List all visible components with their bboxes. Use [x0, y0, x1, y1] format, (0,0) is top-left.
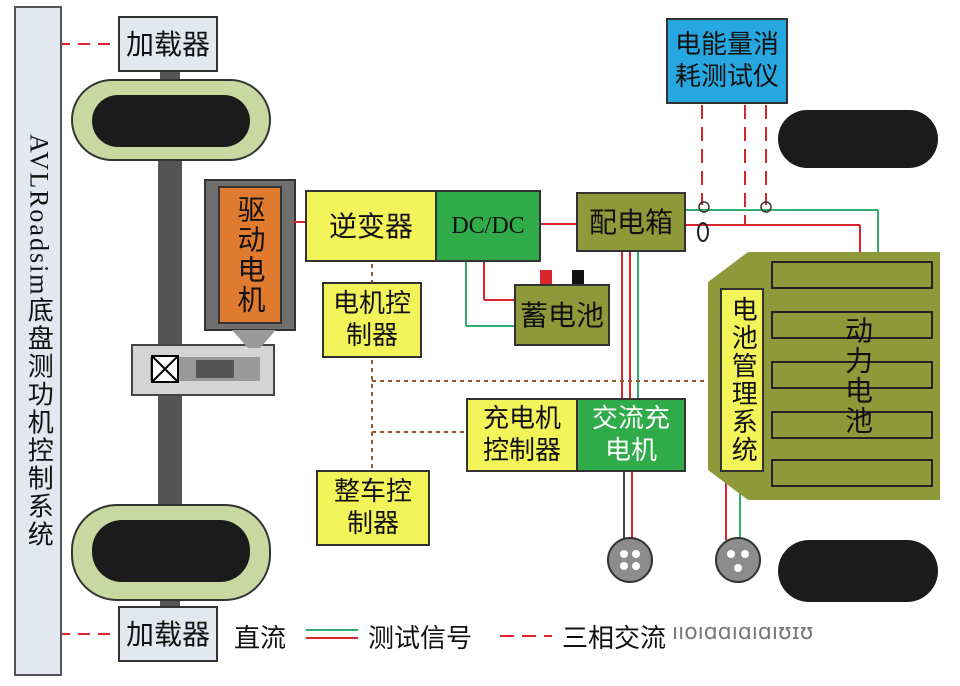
signal-crossing — [760, 201, 772, 213]
auxiliary-battery: 蓄电池 — [514, 284, 610, 346]
dcdc-label: DC/DC — [451, 213, 525, 239]
battery-positive-terminal — [540, 270, 552, 284]
distribution-box: 配电箱 — [576, 192, 686, 252]
current-clamp — [697, 222, 709, 242]
battery-management-system: 电池管理系统 — [720, 288, 764, 472]
drive-motor-label: 驱动电机 — [233, 195, 267, 315]
vehicle-controller-label: 整车控制器 — [333, 476, 412, 540]
dcdc-converter: DC/DC — [435, 190, 541, 262]
gearbox — [131, 344, 275, 396]
energy-consumption-meter: 电能量消耗测试仪 — [666, 18, 788, 104]
loader-top: 加载器 — [118, 16, 218, 72]
energy-meter-label: 电能量消耗测试仪 — [674, 29, 779, 93]
tire-front-right — [778, 110, 938, 168]
legend-trailing-glyphs: ııoıɑɑıɑıɑıʊɪʊ — [672, 620, 814, 645]
charging-plug-ac — [607, 472, 653, 583]
signal-crossing — [698, 201, 710, 213]
legend-dc-label: 直流 — [234, 624, 287, 654]
inverter-label: 逆变器 — [328, 209, 413, 243]
dyno-control-label: AVLRoadsim底盘测功机控制系统 — [24, 133, 54, 549]
charger-controller-label: 充电机控制器 — [482, 403, 561, 467]
dc-power-lines — [293, 221, 861, 540]
ac-charger: 交流充电机 — [576, 398, 686, 472]
power-battery-label-box: 动力电池 — [834, 296, 880, 456]
dyno-control-panel: AVLRoadsim底盘测功机控制系统 — [14, 6, 62, 676]
vehicle-controller: 整车控制器 — [316, 470, 430, 546]
three-phase-lines — [701, 105, 767, 225]
loader-bottom: 加载器 — [118, 606, 218, 662]
drive-motor: 驱动电机 — [218, 186, 282, 324]
motor-controller-label: 电机控制器 — [332, 288, 411, 352]
bms-label: 电池管理系统 — [727, 296, 758, 464]
legend-three-phase-label: 三相交流 — [562, 624, 667, 654]
loader-top-label: 加载器 — [125, 27, 210, 61]
inverter: 逆变器 — [305, 190, 437, 262]
auxiliary-battery-label: 蓄电池 — [519, 298, 604, 332]
distribution-box-label: 配电箱 — [588, 205, 673, 239]
power-battery-label: 动力电池 — [841, 316, 874, 436]
tire-rear-left — [71, 504, 271, 601]
loader-bottom-label: 加载器 — [125, 617, 210, 651]
legend-lines — [306, 629, 552, 639]
battery-pack — [708, 252, 940, 500]
ac-charger-label: 交流充电机 — [591, 403, 670, 467]
battery-negative-terminal — [572, 270, 584, 284]
tire-front-left — [71, 79, 271, 161]
charger-controller: 充电机控制器 — [466, 398, 578, 472]
charging-plug-battery — [715, 537, 761, 583]
motor-controller: 电机控制器 — [322, 282, 422, 358]
motor-coupling — [232, 330, 276, 348]
tire-rear-right — [778, 540, 938, 602]
legend-test-signal-label: 测试信号 — [368, 624, 473, 654]
